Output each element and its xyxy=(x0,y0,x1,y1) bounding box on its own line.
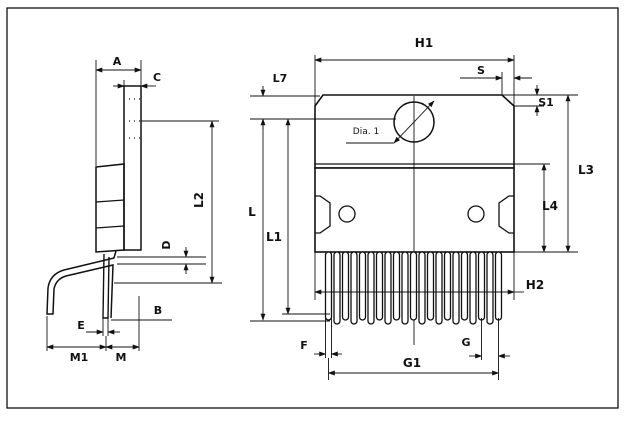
label-l1: L1 xyxy=(266,230,282,244)
pin xyxy=(341,251,350,321)
front-view-dimensions: H1 S S1 L7 Dia. 1 L L1 L3 xyxy=(248,36,594,380)
pin xyxy=(443,251,452,321)
label-s1: S1 xyxy=(538,96,554,109)
pin xyxy=(367,251,375,325)
pin xyxy=(494,251,503,321)
label-c: C xyxy=(153,71,161,84)
label-h2: H2 xyxy=(526,278,544,292)
pin xyxy=(426,251,435,321)
label-s: S xyxy=(477,64,485,77)
side-lead-straight xyxy=(102,253,110,319)
left-notch xyxy=(315,195,331,234)
left-ejector-mark xyxy=(338,205,356,223)
pin xyxy=(477,251,486,321)
pin xyxy=(375,251,384,321)
label-h1: H1 xyxy=(415,36,433,50)
drawing-frame xyxy=(6,7,619,409)
label-f: F xyxy=(300,339,308,352)
pin xyxy=(350,251,358,325)
label-g: G xyxy=(461,336,470,349)
pin xyxy=(469,251,477,325)
front-pins xyxy=(324,251,503,325)
label-l: L xyxy=(248,205,256,219)
side-body xyxy=(95,163,125,253)
pin xyxy=(333,251,341,325)
pin xyxy=(435,251,443,325)
front-tab xyxy=(314,94,515,169)
label-l2: L2 xyxy=(192,192,206,208)
pin xyxy=(384,251,392,325)
label-m: M xyxy=(116,351,127,364)
pin xyxy=(358,251,367,321)
label-a: A xyxy=(113,55,122,68)
right-notch xyxy=(498,195,514,234)
label-l4: L4 xyxy=(542,199,558,213)
side-lead-bent xyxy=(46,250,117,319)
pin xyxy=(392,251,401,321)
pin xyxy=(324,251,333,321)
pin xyxy=(418,251,426,325)
right-ejector-mark xyxy=(467,205,485,223)
label-dia1: Dia. 1 xyxy=(353,127,379,137)
side-view xyxy=(46,85,142,319)
pin xyxy=(409,251,418,321)
side-hole-marks xyxy=(129,98,140,139)
pin xyxy=(401,251,409,325)
pin xyxy=(486,251,494,325)
label-l3: L3 xyxy=(578,163,594,177)
label-d: D xyxy=(160,240,173,249)
label-g1: G1 xyxy=(403,356,421,370)
side-view-dimensions: A C L2 D B E M1 M xyxy=(46,55,222,364)
side-tab xyxy=(123,85,142,251)
label-l7: L7 xyxy=(273,72,288,85)
label-m1: M1 xyxy=(70,351,89,364)
front-body xyxy=(314,167,515,253)
label-e: E xyxy=(77,319,85,332)
label-b: B xyxy=(154,304,162,317)
pin xyxy=(460,251,469,321)
pin xyxy=(452,251,460,325)
